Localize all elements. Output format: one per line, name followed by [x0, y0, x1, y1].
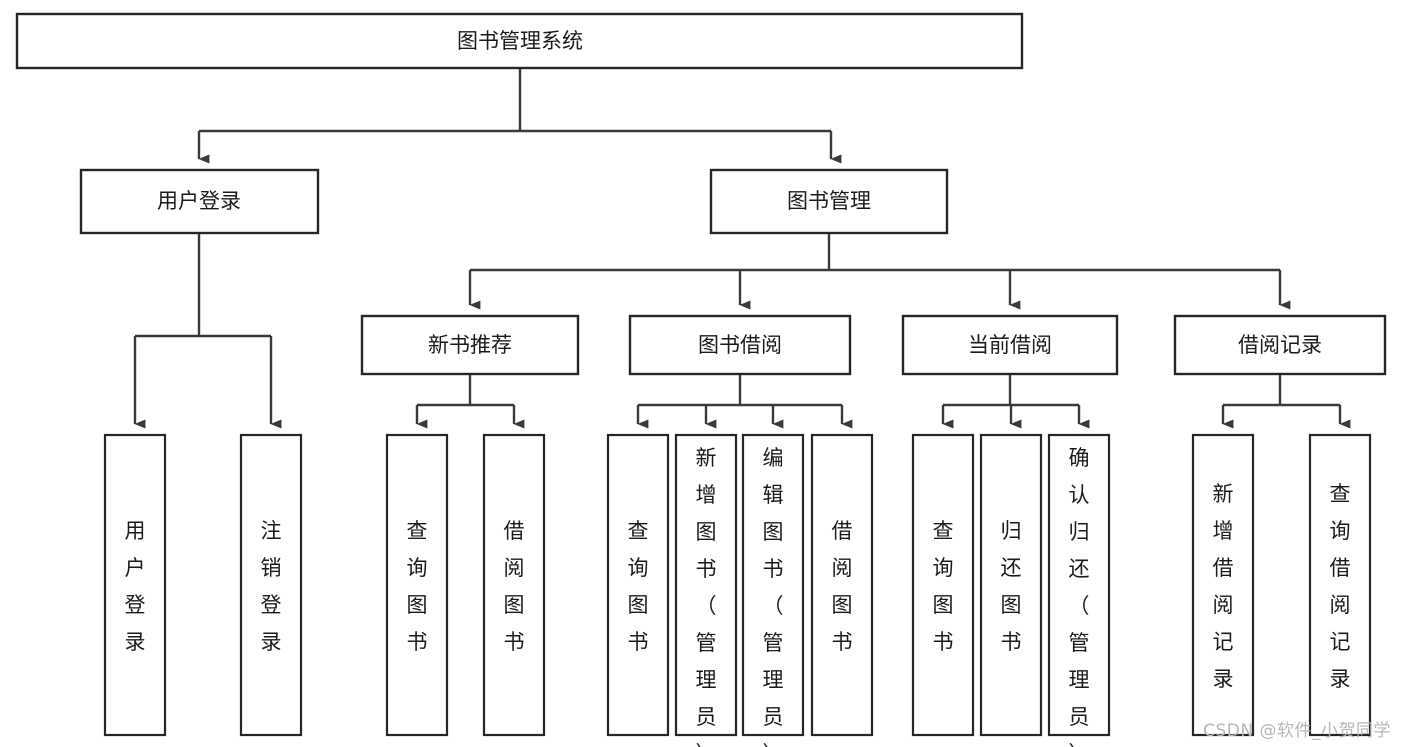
leaf-node-label: 确认归还（管理员） — [1069, 446, 1090, 747]
leaf-node-label: 查询图书 — [628, 519, 649, 654]
node-book-borrow-box[interactable] — [628, 314, 852, 376]
node-borrow-records-box[interactable] — [1173, 314, 1387, 376]
leaf-node[interactable]: 新增图书（管理员） — [674, 433, 738, 747]
leaf-node[interactable]: 查询借阅记录 — [1308, 433, 1372, 737]
leaf-node[interactable]: 编辑图书（管理员） — [741, 433, 805, 747]
connector-layer — [133, 68, 1351, 429]
leaf-node[interactable]: 查询图书 — [385, 433, 449, 737]
leaf-node-box[interactable] — [674, 433, 738, 737]
leaf-node[interactable]: 注销登录 — [239, 433, 303, 737]
leaf-node-label: 查询图书 — [933, 519, 954, 654]
leaf-node-label: 注销登录 — [261, 519, 282, 654]
leaf-layer: 用户登录 注销登录 查询图书 借阅图书 查询图书 新增图书（管理员） 编辑图书（管理员） 借阅… — [103, 433, 1372, 747]
node-new-book-recommend[interactable]: 新书推荐 — [360, 314, 580, 376]
leaf-node-label: 归还图书 — [1001, 519, 1022, 654]
node-user-login[interactable]: 用户登录 — [79, 168, 320, 235]
leaf-node-box[interactable] — [103, 433, 167, 737]
node-book-borrow-label: 图书借阅 — [698, 333, 782, 357]
leaf-node-label: 新增图书（管理员） — [696, 446, 717, 747]
node-borrow-records[interactable]: 借阅记录 — [1173, 314, 1387, 376]
leaf-node-box[interactable] — [1191, 433, 1255, 737]
node-new-book-recommend-box[interactable] — [360, 314, 580, 376]
leaf-node-box[interactable] — [741, 433, 805, 737]
node-book-management-box[interactable] — [709, 168, 949, 235]
leaf-node-label: 查询图书 — [407, 519, 428, 654]
node-root-label: 图书管理系统 — [457, 29, 583, 53]
leaf-node-label: 用户登录 — [125, 519, 146, 654]
leaf-node[interactable]: 查询图书 — [911, 433, 975, 737]
leaf-node[interactable]: 查询图书 — [606, 433, 670, 737]
leaf-node-label: 编辑图书（管理员） — [763, 446, 784, 747]
node-book-borrow[interactable]: 图书借阅 — [628, 314, 852, 376]
node-user-login-label: 用户登录 — [157, 189, 241, 213]
leaf-node-label: 查询借阅记录 — [1330, 482, 1351, 691]
leaf-node[interactable]: 确认归还（管理员） — [1047, 433, 1111, 747]
node-borrow-records-label: 借阅记录 — [1238, 333, 1322, 357]
leaf-node-box[interactable] — [1308, 433, 1372, 737]
node-new-book-recommend-label: 新书推荐 — [428, 333, 512, 357]
node-root-box[interactable] — [15, 12, 1024, 70]
leaf-node-box[interactable] — [239, 433, 303, 737]
leaf-node-box[interactable] — [911, 433, 975, 737]
node-root[interactable]: 图书管理系统 — [15, 12, 1024, 70]
node-current-borrow-label: 当前借阅 — [968, 333, 1052, 357]
leaf-node-box[interactable] — [810, 433, 874, 737]
node-user-login-box[interactable] — [79, 168, 320, 235]
leaf-node[interactable]: 借阅图书 — [482, 433, 546, 737]
leaf-node-box[interactable] — [385, 433, 449, 737]
leaf-node-label: 新增借阅记录 — [1213, 482, 1234, 691]
leaf-node-label: 借阅图书 — [504, 519, 525, 654]
node-current-borrow-box[interactable] — [901, 314, 1119, 376]
leaf-node[interactable]: 用户登录 — [103, 433, 167, 737]
leaf-node[interactable]: 新增借阅记录 — [1191, 433, 1255, 737]
node-book-management-label: 图书管理 — [787, 189, 871, 213]
leaf-node[interactable]: 归还图书 — [979, 433, 1043, 737]
leaf-node-box[interactable] — [606, 433, 670, 737]
leaf-node-box[interactable] — [1047, 433, 1111, 737]
leaf-node-box[interactable] — [979, 433, 1043, 737]
leaf-node-label: 借阅图书 — [832, 519, 853, 654]
leaf-node[interactable]: 借阅图书 — [810, 433, 874, 737]
node-current-borrow[interactable]: 当前借阅 — [901, 314, 1119, 376]
watermark-label: CSDN @软件_小贺同学 — [1203, 721, 1391, 741]
node-book-management[interactable]: 图书管理 — [709, 168, 949, 235]
leaf-node-box[interactable] — [482, 433, 546, 737]
